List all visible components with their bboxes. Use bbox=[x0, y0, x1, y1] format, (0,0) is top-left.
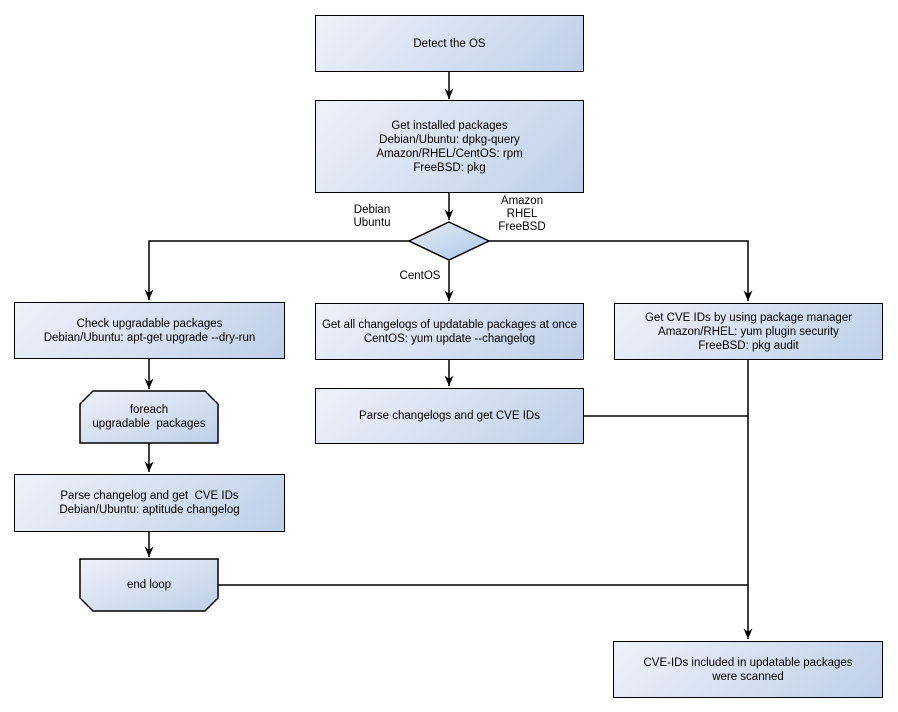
edge-decision-to-get-cve-ids bbox=[489, 240, 753, 301]
branch-label-amazon-rhel-freebsd: Amazon RHEL FreeBSD bbox=[498, 195, 546, 233]
node-parse-changelogs-mid-label: Parse changelogs and get CVE IDs bbox=[359, 410, 540, 422]
end-loop-shape bbox=[79, 558, 219, 612]
node-end-loop-label: end loop bbox=[126, 579, 172, 591]
node-get-cve-ids: Get CVE IDs by using package manager Ama… bbox=[614, 303, 883, 360]
node-parse-changelogs-mid: Parse changelogs and get CVE IDs bbox=[315, 388, 584, 444]
node-get-installed-packages-label: Get installed packages Debian/Ubuntu: dp… bbox=[376, 119, 523, 174]
branch-label-debian-ubuntu: Debian Ubuntu bbox=[353, 204, 391, 229]
os-decision-diamond bbox=[407, 221, 491, 261]
foreach-loop-shape bbox=[79, 390, 219, 444]
node-parse-changelog-left: Parse changelog and get CVE IDs Debian/U… bbox=[14, 474, 285, 532]
node-get-cve-ids-label: Get CVE IDs by using package manager Ama… bbox=[644, 311, 853, 352]
node-get-all-changelogs: Get all changelogs of updatable packages… bbox=[315, 303, 584, 360]
node-foreach-loop: foreach upgradable packages bbox=[80, 391, 218, 443]
branch-label-centos: CentOS bbox=[399, 270, 441, 282]
node-parse-changelog-left-label: Parse changelog and get CVE IDs Debian/U… bbox=[59, 490, 240, 516]
node-end-loop: end loop bbox=[80, 559, 218, 611]
node-detect-os-label: Detect the OS bbox=[413, 37, 486, 50]
edge-decision-to-check-upgradable bbox=[144, 240, 409, 300]
node-scanned-result-label: CVE-IDs included in updatable packages w… bbox=[643, 656, 853, 683]
node-detect-os: Detect the OS bbox=[315, 15, 584, 72]
node-foreach-loop-label: foreach upgradable packages bbox=[92, 404, 206, 430]
node-check-upgradable-label: Check upgradable packages Debian/Ubuntu:… bbox=[43, 317, 256, 344]
node-get-all-changelogs-label: Get all changelogs of updatable packages… bbox=[321, 318, 578, 345]
node-scanned-result: CVE-IDs included in updatable packages w… bbox=[613, 641, 883, 698]
node-check-upgradable: Check upgradable packages Debian/Ubuntu:… bbox=[14, 302, 285, 359]
node-get-installed-packages: Get installed packages Debian/Ubuntu: dp… bbox=[315, 100, 584, 193]
